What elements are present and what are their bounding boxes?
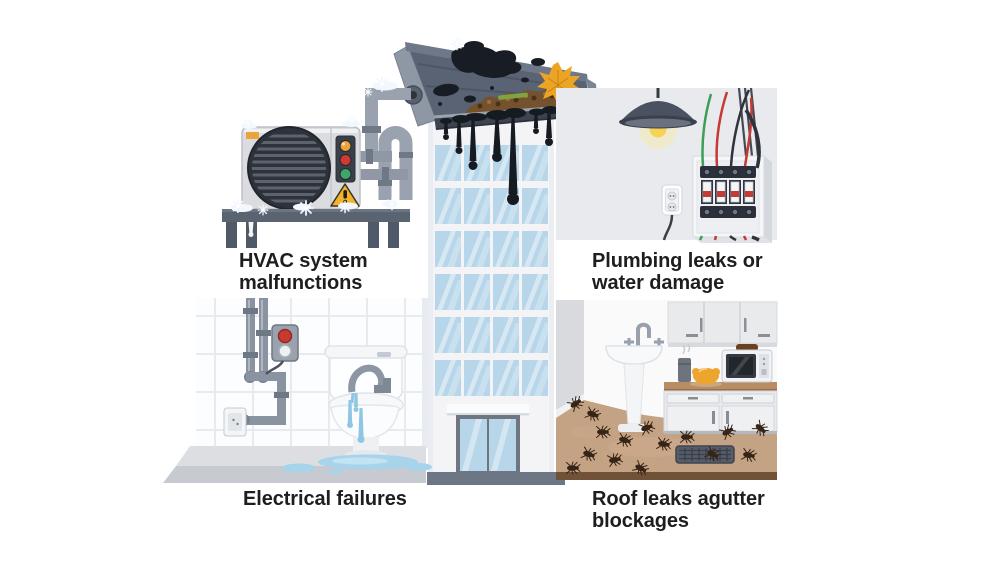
pendant-lamp bbox=[619, 88, 697, 149]
silver-button bbox=[278, 344, 292, 358]
brand-tag bbox=[246, 132, 259, 139]
red-button bbox=[277, 328, 293, 344]
kitchen-pests-illustration bbox=[556, 300, 778, 480]
baseboard bbox=[556, 394, 584, 419]
wires-top bbox=[701, 89, 761, 169]
breaker-switches bbox=[701, 180, 755, 204]
side-wall bbox=[556, 300, 584, 410]
entrance-door bbox=[447, 404, 529, 474]
toilet bbox=[324, 345, 408, 460]
breaker-panel bbox=[692, 89, 772, 243]
countertop-and-cabinets bbox=[663, 382, 778, 434]
canister bbox=[678, 343, 691, 382]
flush-button bbox=[377, 352, 391, 357]
electrical-panel-label: Electrical failures bbox=[243, 488, 407, 510]
faucet bbox=[636, 322, 651, 346]
building-base bbox=[427, 472, 565, 485]
ice-frost bbox=[230, 115, 399, 241]
building-illustration bbox=[427, 108, 565, 485]
pedestal-sink bbox=[605, 322, 664, 432]
hvac-panel-label: HVAC system malfunctions bbox=[239, 250, 368, 294]
hvac-illustration bbox=[222, 76, 413, 248]
twig bbox=[498, 92, 528, 100]
power-cord bbox=[662, 214, 674, 241]
frost-icon bbox=[450, 37, 464, 51]
steam bbox=[682, 344, 686, 355]
hvac-pipes bbox=[352, 76, 413, 200]
wall-outlet bbox=[661, 184, 683, 241]
upper-cabinets bbox=[667, 301, 778, 347]
floor-grate bbox=[675, 445, 735, 464]
shutoff-box bbox=[265, 324, 299, 375]
indicator-lights bbox=[335, 135, 356, 183]
roast-food bbox=[690, 368, 722, 387]
hvac-unit bbox=[241, 126, 361, 210]
countertop bbox=[664, 382, 777, 391]
water-pipes bbox=[238, 298, 289, 426]
electrical-room-illustration bbox=[556, 87, 777, 243]
wall-socket bbox=[223, 407, 247, 437]
bathroom-leak-illustration bbox=[163, 298, 432, 483]
roof-gutter-panel-label: Roof leaks agutter blockages bbox=[592, 488, 765, 532]
wires-bottom bbox=[698, 235, 760, 242]
leaking-pipe bbox=[348, 364, 386, 393]
microwave bbox=[721, 344, 773, 383]
plumbing-panel-label: Plumbing leaks or water damage bbox=[592, 250, 763, 294]
leak-water bbox=[282, 392, 432, 475]
